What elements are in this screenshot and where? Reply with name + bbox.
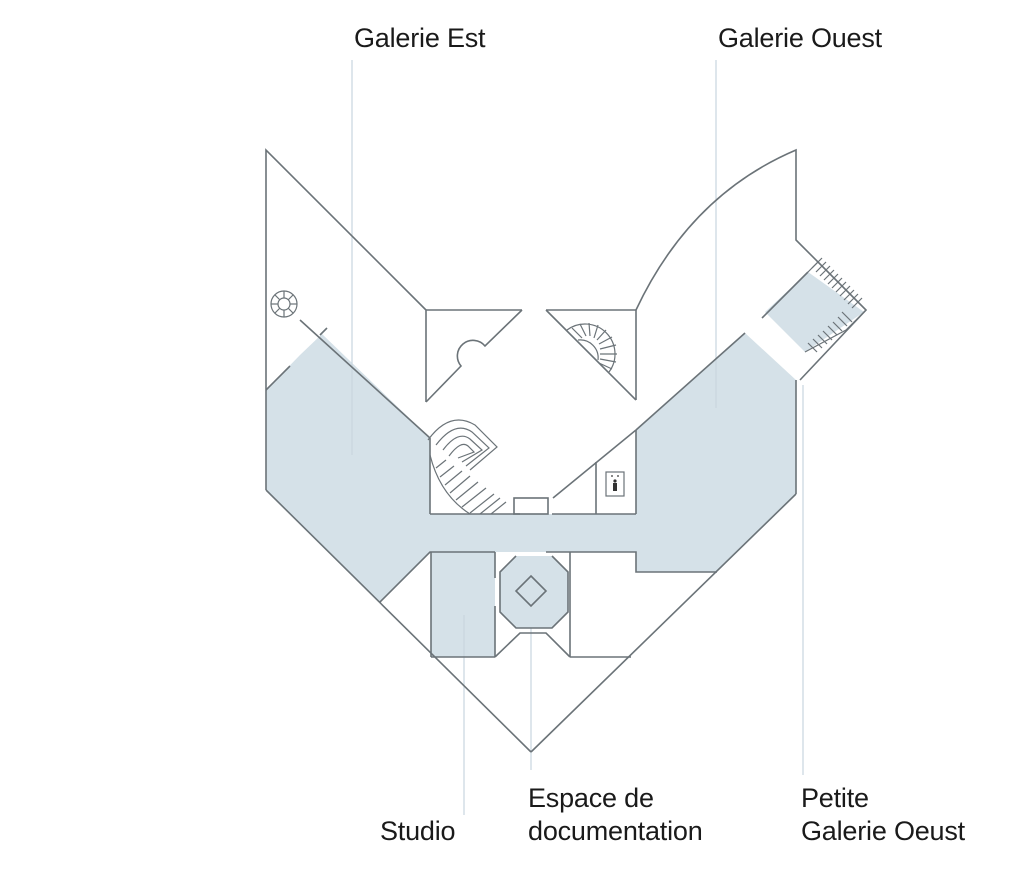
label-espace-line1: Espace de — [528, 783, 654, 813]
label-espace-line2: documentation — [528, 816, 703, 846]
highlighted-rooms — [266, 272, 864, 657]
spiral-staircase-icon — [270, 290, 298, 318]
leader-lines — [351, 60, 804, 815]
label-studio-text: Studio — [380, 816, 456, 846]
label-galerie-ouest-text: Galerie Ouest — [718, 23, 882, 53]
label-espace-documentation: Espace de documentation — [528, 782, 703, 848]
room-petite-galerie-ouest[interactable] — [765, 272, 864, 352]
room-espace-documentation[interactable] — [500, 556, 568, 628]
label-petite-line1: Petite — [801, 783, 869, 813]
interior-walls — [265, 271, 809, 658]
label-petite-galerie-oeust: Petite Galerie Oeust — [801, 782, 965, 848]
label-galerie-est: Galerie Est — [354, 22, 486, 55]
semicircular-staircase-icon — [566, 322, 617, 373]
restroom-icon — [605, 471, 625, 497]
staircase-icon — [804, 257, 867, 353]
room-studio[interactable] — [431, 552, 495, 657]
outer-walls — [265, 148, 868, 753]
curved-staircase-icon — [427, 419, 507, 515]
label-galerie-ouest: Galerie Ouest — [718, 22, 882, 55]
room-galerie-est[interactable] — [266, 333, 796, 602]
label-petite-line2: Galerie Oeust — [801, 816, 965, 846]
label-studio: Studio — [380, 815, 456, 848]
label-galerie-est-text: Galerie Est — [354, 23, 486, 53]
